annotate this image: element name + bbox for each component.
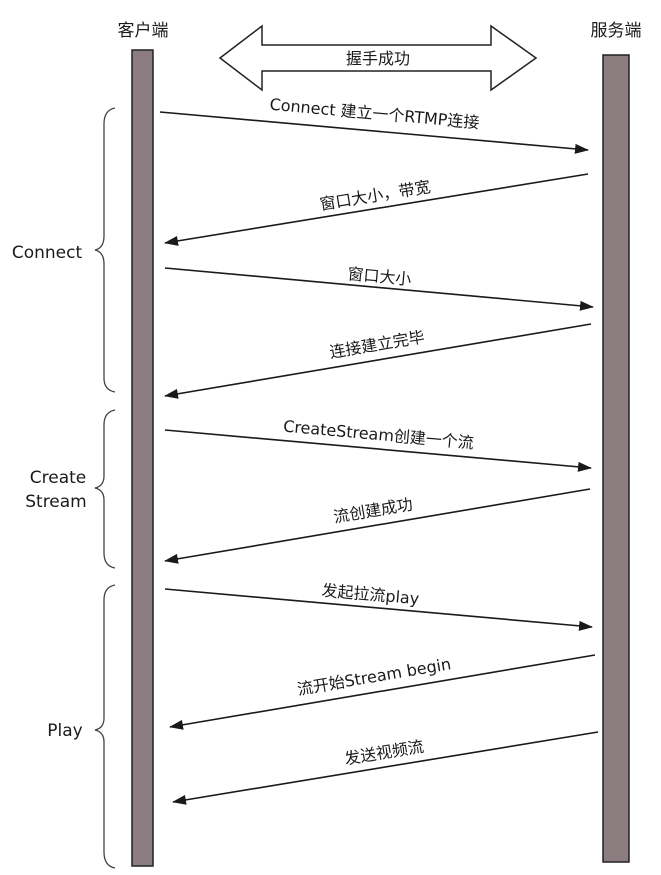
server-lifeline (602, 54, 630, 863)
message-label: 流创建成功 (332, 495, 414, 527)
message-label: 发送视频流 (343, 737, 425, 769)
phase-label-connect: Connect (12, 243, 83, 263)
message-arrow (159, 111, 589, 154)
play-phase-bracket (94, 584, 116, 869)
message-label: CreateStream创建一个流 (282, 417, 474, 453)
message-label: 连接建立完毕 (328, 327, 426, 362)
connect-phase-bracket (94, 107, 116, 393)
create-stream-phase-bracket (94, 409, 116, 569)
client-lifeline (131, 49, 154, 867)
message-arrow (172, 731, 599, 805)
phase-label-create-line1: Create (30, 468, 87, 488)
message-arrow (164, 267, 594, 311)
message-arrow (164, 429, 592, 472)
message-arrow (169, 654, 596, 730)
client-header: 客户端 (118, 21, 169, 41)
phase-label-play: Play (47, 721, 82, 741)
message-arrow (164, 173, 589, 246)
handshake-double-arrow (218, 24, 538, 92)
message-label: Connect 建立一个RTMP连接 (269, 95, 480, 133)
server-header: 服务端 (591, 21, 642, 41)
message-arrow (164, 323, 592, 399)
phase-label-create-line2: Stream (25, 492, 87, 512)
message-arrow (164, 488, 591, 564)
message-arrow (164, 588, 593, 631)
handshake-label: 握手成功 (346, 49, 410, 68)
